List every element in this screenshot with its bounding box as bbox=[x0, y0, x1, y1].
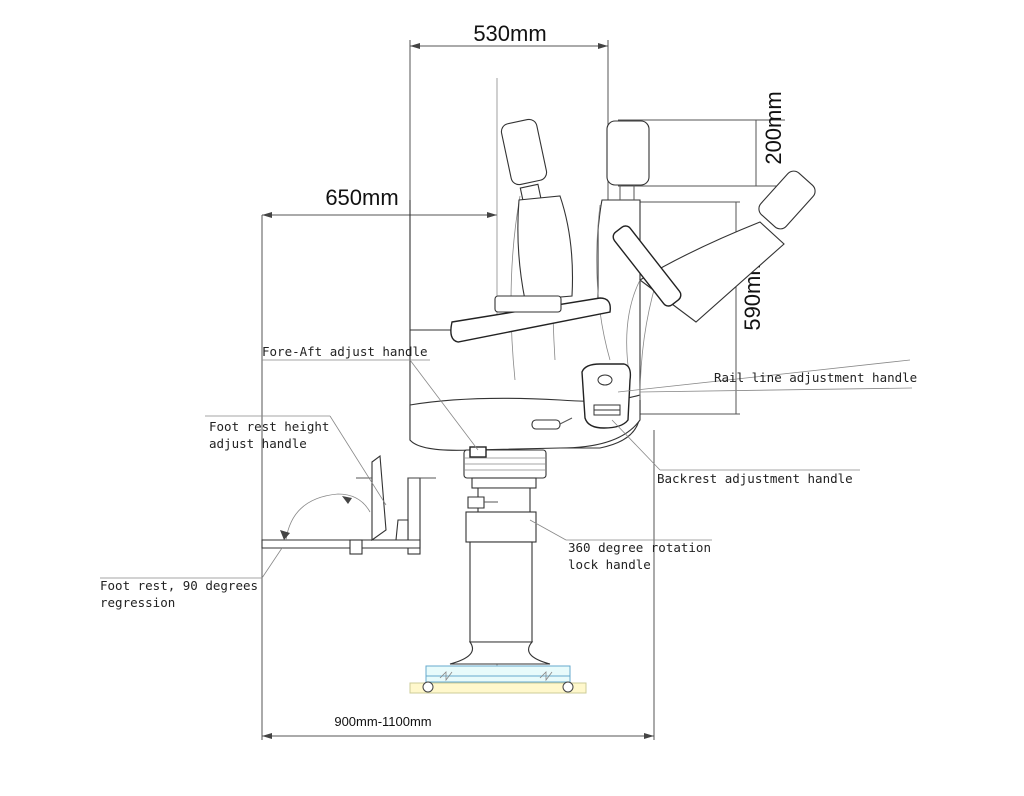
label-rotation-1: 360 degree rotation bbox=[568, 540, 711, 555]
base-mechanism bbox=[463, 446, 547, 513]
headrest-upright bbox=[606, 120, 650, 186]
dimension-900-1100: 900mm-1100mm bbox=[261, 215, 655, 740]
column bbox=[449, 511, 551, 665]
dimension-900-1100-label: 900mm-1100mm bbox=[334, 714, 431, 729]
leader-lines bbox=[100, 359, 913, 579]
footrest bbox=[261, 454, 436, 555]
dimension-200: 200mm bbox=[618, 91, 786, 187]
label-rotation-2: lock handle bbox=[568, 557, 651, 572]
seat-slider-handle bbox=[531, 419, 561, 430]
label-foot-rest-2: regression bbox=[100, 595, 175, 610]
dimension-650-label: 650mm bbox=[325, 185, 398, 210]
label-fore-aft: Fore-Aft adjust handle bbox=[262, 344, 428, 359]
dimension-200-label: 200mm bbox=[761, 91, 786, 164]
floor-plate bbox=[409, 665, 587, 694]
label-foot-rest-height-2: adjust handle bbox=[209, 436, 307, 451]
label-foot-rest-1: Foot rest, 90 degrees bbox=[100, 578, 258, 593]
label-foot-rest-height-1: Foot rest height bbox=[209, 419, 329, 434]
headrest-tilted bbox=[500, 118, 574, 301]
rail-line-block bbox=[581, 363, 632, 429]
dimension-530-label: 530mm bbox=[473, 21, 546, 46]
armrest-left bbox=[450, 295, 611, 343]
dimension-650: 650mm bbox=[262, 185, 497, 218]
armrest-right bbox=[612, 225, 682, 307]
label-backrest: Backrest adjustment handle bbox=[657, 471, 853, 486]
label-rail-line: Rail line adjustment handle bbox=[714, 370, 917, 385]
